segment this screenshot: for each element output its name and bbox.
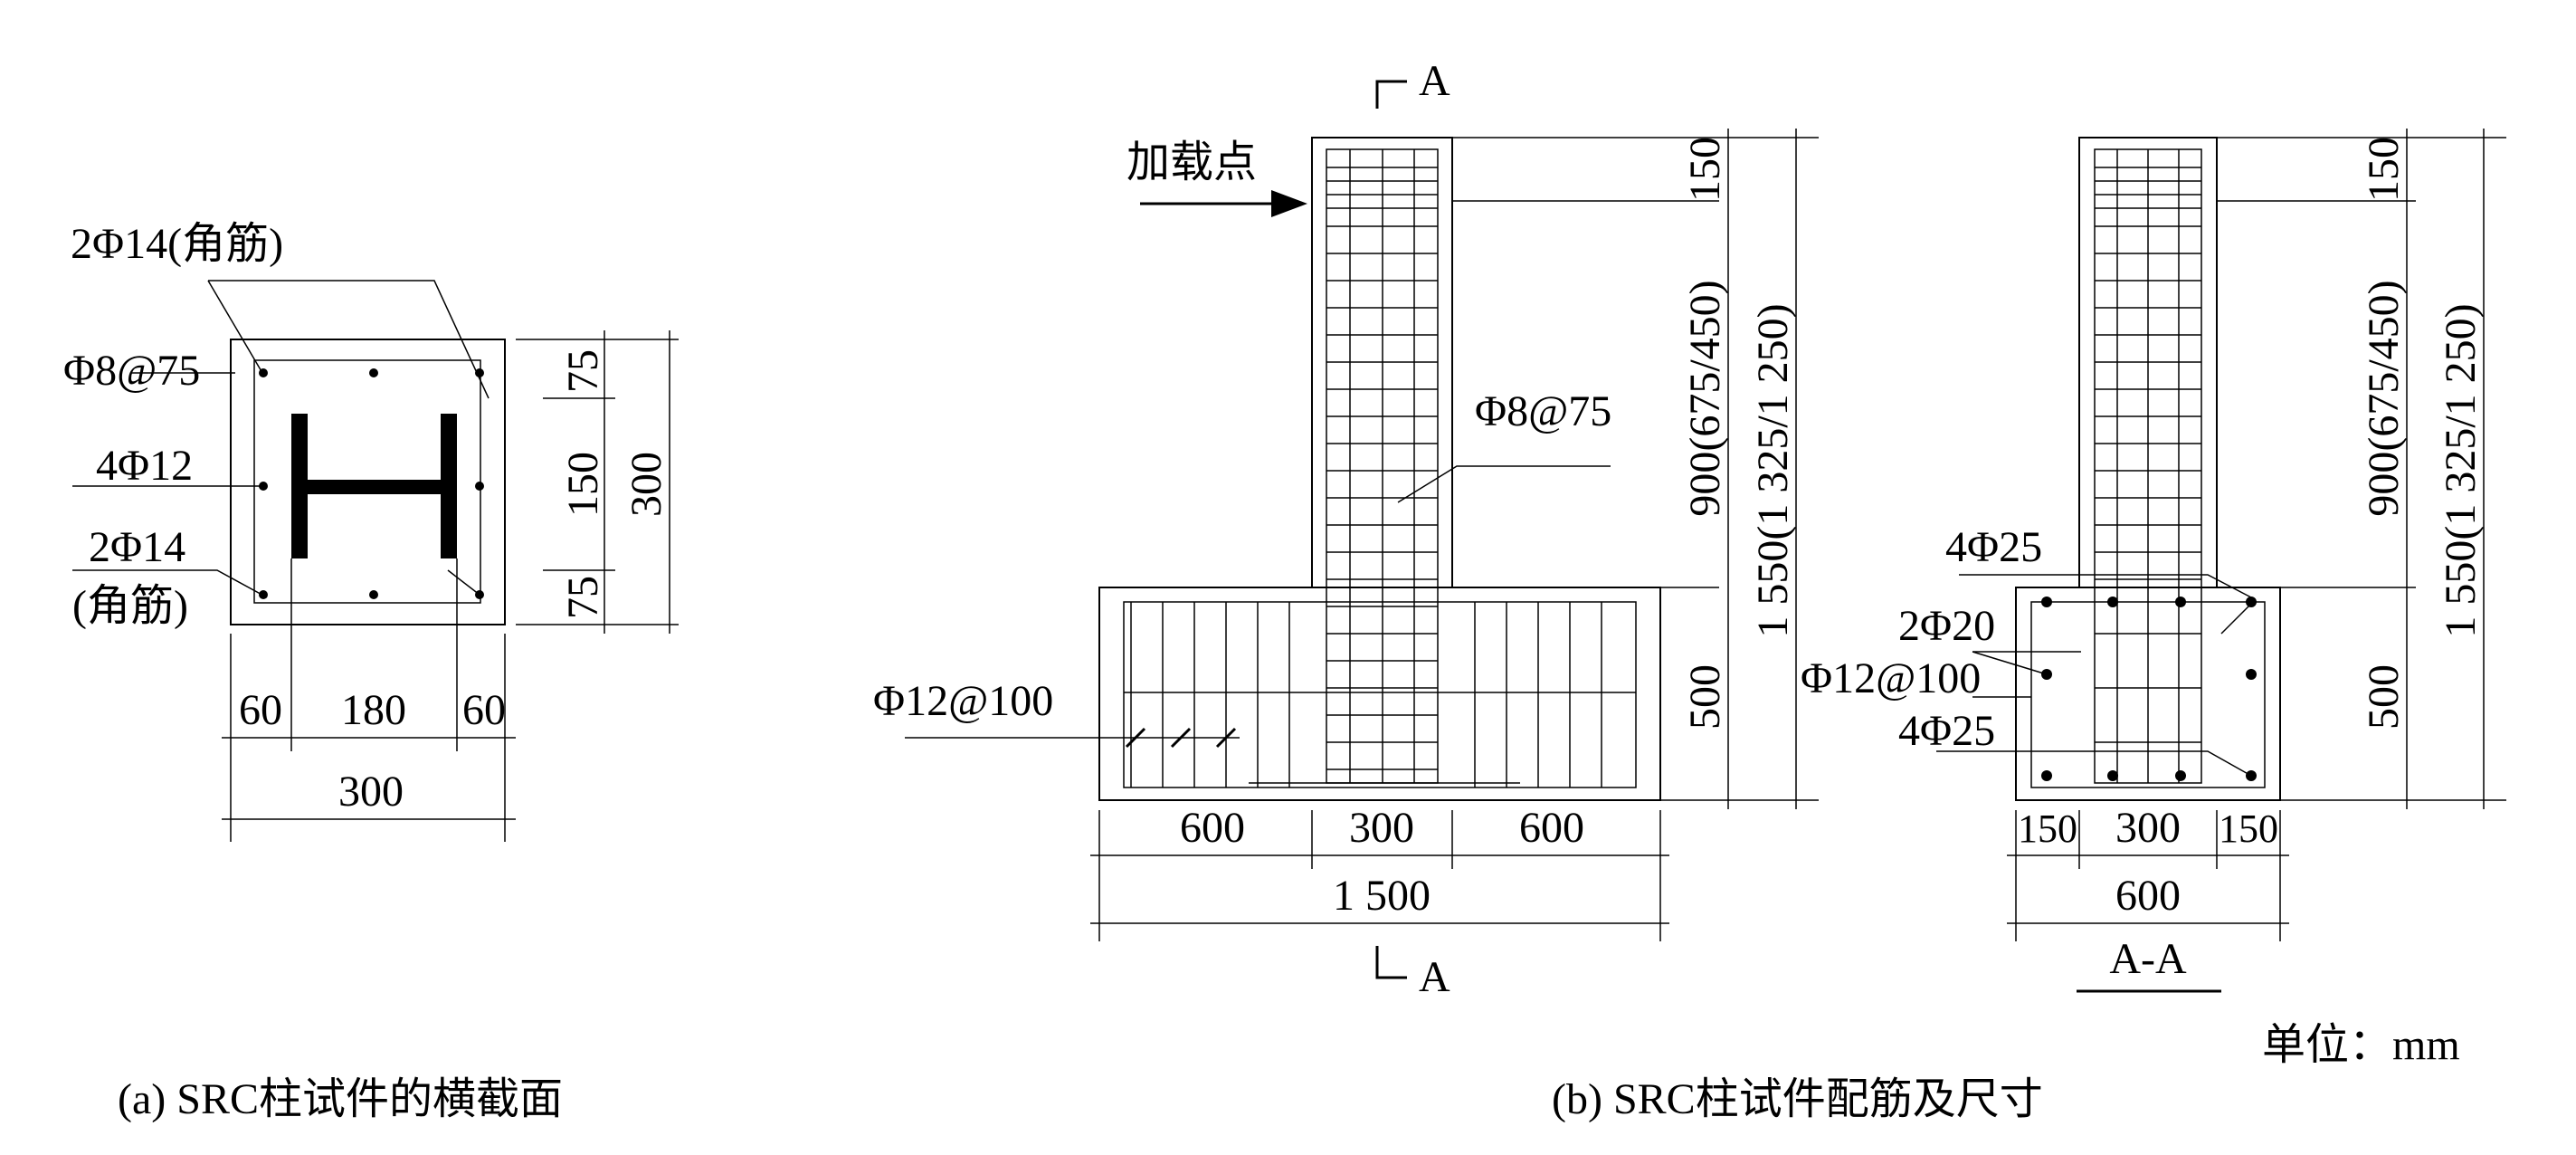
label-stirrup: Φ12@100 [1801, 654, 1981, 702]
label-top-bars: 4Φ25 [1945, 523, 2042, 571]
dim-right-bottom: 500 [1681, 664, 1729, 730]
caption-a: (a) SRC柱试件的横截面 [118, 1075, 563, 1123]
caption-b: (b) SRC柱试件配筋及尺寸 [1552, 1075, 2043, 1123]
label-bottom-bars: 4Φ25 [1898, 707, 1995, 755]
label-side-bars: 2Φ20 [1898, 602, 1995, 650]
section-mark-top [1375, 80, 1407, 109]
dim-bottom-mid: 180 [341, 686, 406, 734]
leader-line [1936, 750, 2252, 777]
leader-line [1959, 574, 2252, 598]
rebar-dot [369, 590, 378, 599]
dim-bottom-total: 300 [338, 768, 404, 816]
label-corner-bars-top: 2Φ14(角筋) [71, 220, 283, 268]
section-mark-bottom [1375, 946, 1407, 979]
dim-right-bottom: 500 [2360, 664, 2408, 730]
column-stirrups [1326, 149, 1438, 783]
label-corner-bars-bottom-note: (角筋) [72, 582, 188, 630]
dimension-bottom: 150 300 150 600 [2007, 804, 2289, 941]
label-corner-bars-bottom: 2Φ14 [89, 523, 185, 571]
leader-line [208, 280, 490, 399]
dimension-right: 75 150 75 300 [516, 330, 679, 634]
label-column-stirrup: Φ8@75 [1475, 387, 1611, 435]
dim-bottom-right: 60 [462, 686, 506, 734]
dim-bottom-right: 150 [2219, 807, 2278, 851]
h-steel-web [308, 480, 441, 494]
dim-bottom-total: 1 500 [1333, 872, 1431, 920]
dim-bottom-left: 600 [1180, 804, 1245, 852]
section-outline [230, 339, 506, 625]
section-label-top: A [1419, 57, 1450, 105]
label-stirrup: Φ8@75 [63, 347, 200, 395]
aa-column-stirrups [2095, 149, 2201, 783]
dim-right-bottom: 75 [559, 576, 607, 619]
leader-line [207, 280, 263, 374]
base-stirrup-outline [1123, 601, 1637, 788]
unit-label: 单位：mm [2262, 1021, 2460, 1069]
dim-right-mid: 900(675/450) [1681, 280, 1729, 516]
dimension-bottom: 60 180 60 300 [222, 558, 516, 842]
section-aa: 4Φ25 2Φ20 Φ12@100 4Φ25 150 900(675/450) … [1801, 129, 2506, 993]
dim-bottom-left: 60 [239, 686, 282, 734]
dim-right-mid: 900(675/450) [2360, 280, 2408, 516]
dim-right-top: 150 [2360, 137, 2408, 202]
leader-line [447, 569, 480, 596]
leader-line [1972, 651, 2048, 675]
section-label-bottom: A [1419, 953, 1450, 1001]
leader-line [1397, 465, 1611, 503]
aa-base-stirrup [2030, 601, 2266, 788]
h-steel-right-flange [441, 414, 457, 558]
dim-right-mid: 150 [559, 452, 607, 517]
panel-b-elevation: Φ12@100 Φ8@75 加载点 A A 150 900(675/450) 5… [873, 57, 2043, 1123]
dim-bottom-right: 600 [1519, 804, 1584, 852]
load-arrow-head [1271, 190, 1307, 217]
base-stirrups [1124, 602, 1636, 788]
rebar-dot [369, 368, 378, 377]
aa-base-bars [2041, 597, 2257, 781]
dim-bottom-mid: 300 [2115, 804, 2181, 852]
dim-right-total: 300 [623, 452, 670, 517]
dim-bottom-left: 150 [2018, 807, 2077, 851]
h-steel-left-flange [291, 414, 308, 558]
label-mid-bars: 4Φ12 [96, 442, 193, 490]
dimension-right: 150 900(675/450) 500 1 550(1 325/1 250) [2217, 129, 2506, 809]
dim-bottom-total: 600 [2115, 872, 2181, 920]
dimension-bottom: 600 300 600 1 500 [1090, 804, 1669, 941]
aa-base-outline [2015, 587, 2281, 801]
dim-bottom-mid: 300 [1349, 804, 1414, 852]
label-base-stirrup: Φ12@100 [873, 677, 1053, 725]
section-stirrup [253, 359, 481, 604]
dim-right-top: 150 [1681, 137, 1729, 202]
dim-right-total: 1 550(1 325/1 250) [1749, 303, 1797, 637]
label-load-point: 加载点 [1126, 138, 1257, 186]
section-aa-title: A-A [2109, 935, 2187, 983]
rebar-dot [475, 482, 484, 491]
panel-a-cross-section: 2Φ14(角筋) Φ8@75 4Φ12 2Φ14 (角筋) 75 150 75 … [63, 220, 679, 1123]
base-outline [1098, 587, 1661, 801]
dimension-right: 150 900(675/450) 500 1 550(1 325/1 250) [1452, 129, 1819, 809]
leader-line [72, 569, 268, 598]
leader-line [2220, 601, 2254, 635]
dim-right-top: 75 [559, 349, 607, 393]
dim-right-total: 1 550(1 325/1 250) [2437, 303, 2485, 637]
